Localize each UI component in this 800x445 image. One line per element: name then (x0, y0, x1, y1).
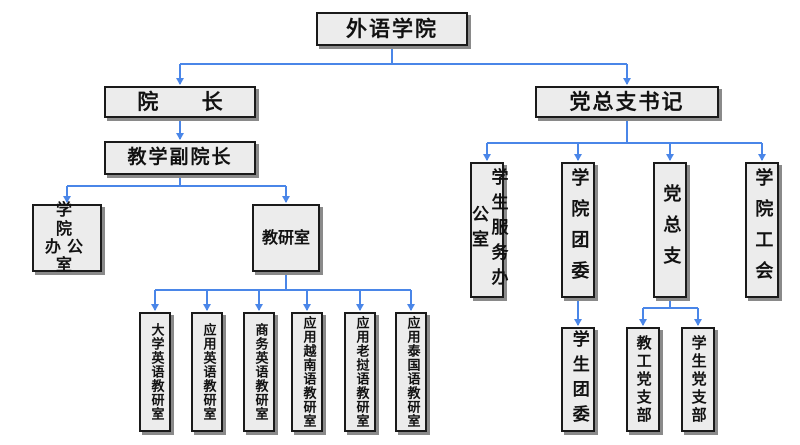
node-applied-lao: 应用老挝语教研室 (344, 312, 376, 432)
node-applied-vietnamese: 应用越南语教研室 (291, 312, 323, 432)
node-labor-union: 学院工会 (745, 162, 779, 298)
node-student-service: 学生服务办公室 (468, 162, 508, 298)
node-party-secretary: 党总支书记 (535, 86, 719, 118)
node-business-english: 商务英语教研室 (243, 312, 275, 432)
node-student-league: 学生团委 (561, 327, 595, 432)
node-teaching-research: 教研室 (252, 204, 320, 272)
node-party-branch: 党总支 (653, 162, 687, 298)
node-dean: 院 长 (104, 86, 256, 118)
node-applied-english: 应用英语教研室 (191, 312, 223, 432)
node-dean-office: 学 院 办公室 (32, 201, 102, 274)
node-applied-thai: 应用泰国语教研室 (395, 312, 427, 432)
node-youth-league: 学院团委 (561, 162, 595, 298)
node-school: 外语学院 (316, 12, 468, 46)
node-student-party-branch: 学生党支部 (681, 327, 715, 432)
node-staff-party-branch: 教工党支部 (626, 327, 660, 432)
node-college-english: 大学英语教研室 (139, 312, 171, 432)
node-vice-dean: 教学副院长 (104, 141, 256, 175)
